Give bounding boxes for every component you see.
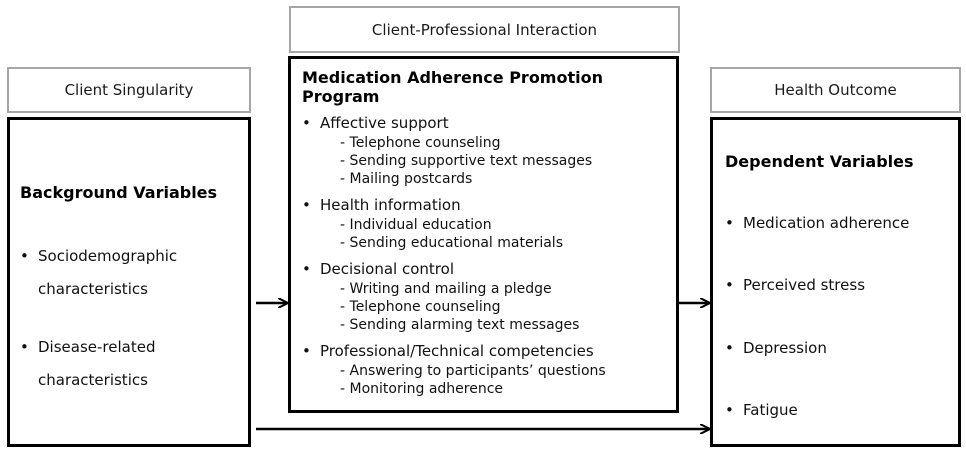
program-section-label: Health information [302, 194, 664, 216]
program-section-item: Mailing postcards [340, 170, 664, 188]
background-item-line: characteristics [38, 371, 148, 389]
interaction-header: Client-Professional Interaction [289, 6, 680, 53]
dependent-variables-box: Dependent Variables Medication adherence… [710, 117, 961, 447]
background-item-line: Disease-related [38, 338, 156, 356]
program-section-item: Telephone counseling [340, 134, 664, 152]
interaction-header-label: Client-Professional Interaction [371, 20, 598, 39]
program-section-label: Professional/Technical competencies [302, 340, 664, 362]
dependent-variables-title: Dependent Variables [725, 152, 914, 171]
program-section-label: Decisional control [302, 258, 664, 280]
program-section-label: Affective support [302, 112, 664, 134]
background-item-line: Sociodemographic [38, 247, 178, 265]
program-section-item: Writing and mailing a pledge [340, 280, 664, 298]
program-section: Health information Individual education … [302, 194, 664, 252]
outcome-item: Perceived stress [725, 276, 865, 294]
program-section-item: Sending alarming text messages [340, 316, 664, 334]
health-outcome-header: Health Outcome [710, 67, 961, 113]
program-section: Affective support Telephone counseling S… [302, 112, 664, 188]
program-box: Medication Adherence Promotion Program A… [288, 56, 679, 413]
background-item-line: characteristics [38, 280, 148, 298]
client-singularity-header-label: Client Singularity [64, 81, 194, 99]
background-item: Disease-related characteristics [20, 331, 155, 397]
health-outcome-header-label: Health Outcome [774, 81, 897, 99]
background-variables-title: Background Variables [20, 183, 218, 202]
program-section-item: Telephone counseling [340, 298, 664, 316]
outcome-item: Depression [725, 339, 827, 357]
program-section-item: Monitoring adherence [340, 380, 664, 398]
program-section-item: Answering to participants’ questions [340, 362, 664, 380]
outcome-item: Medication adherence [725, 214, 909, 232]
program-section-item: Sending supportive text messages [340, 152, 664, 170]
background-variables-box: Background Variables Sociodemographic ch… [7, 117, 251, 447]
program-section-item: Sending educational materials [340, 234, 664, 252]
background-item: Sociodemographic characteristics [20, 240, 177, 306]
program-title: Medication Adherence Promotion Program [302, 68, 603, 106]
program-section: Decisional control Writing and mailing a… [302, 258, 664, 334]
outcome-item: Fatigue [725, 401, 798, 419]
program-section: Professional/Technical competencies Answ… [302, 340, 664, 398]
program-section-item: Individual education [340, 216, 664, 234]
client-singularity-header: Client Singularity [7, 67, 251, 113]
